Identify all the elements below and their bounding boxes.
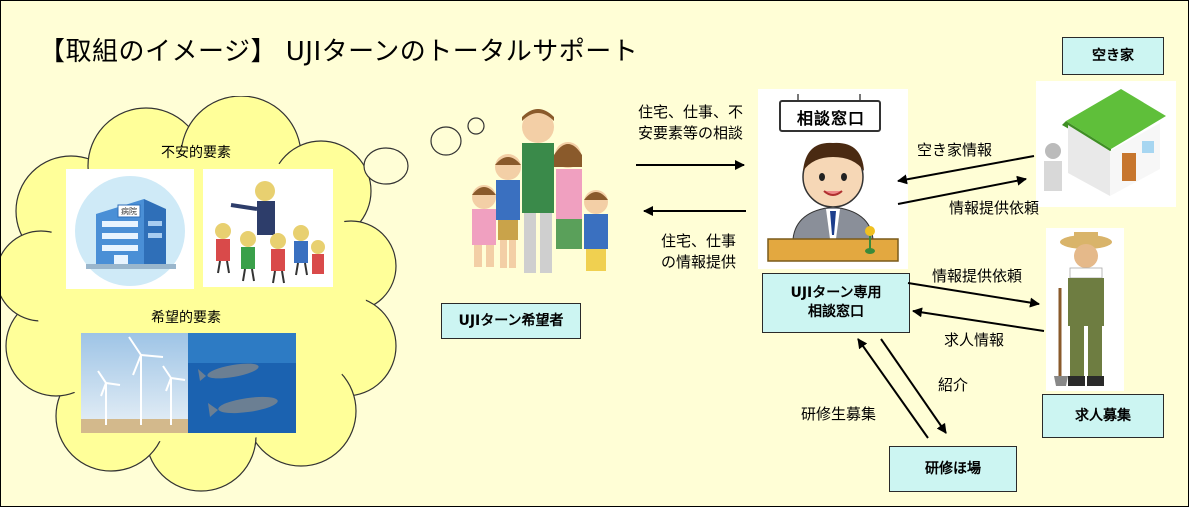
diagram-title: 【取組のイメージ】 UJIターンのトータルサポート [39, 37, 639, 67]
arrow-vacant-info [897, 155, 1035, 185]
label-vacant-info: 空き家情報 [917, 141, 993, 159]
consult-line2: 相談窓口 [808, 304, 864, 320]
label-trainee-recruit: 研修生募集 [801, 405, 877, 423]
box-training-farm: 研修ほ場 [889, 446, 1017, 492]
label-info-request-job: 情報提供依頼 [932, 267, 1023, 285]
label-job-info: 求人情報 [944, 331, 1005, 349]
box-applicant: UJIターン希望者 [441, 303, 581, 339]
arrow-info-request-job [907, 282, 1040, 308]
wind-turbines-image [81, 333, 189, 433]
anxiety-label: 不安的要素 [161, 145, 231, 161]
dolphins-image [188, 333, 296, 433]
desk-sign-text: 相談窓口 [796, 109, 865, 128]
consult-line1: UJIターン専用 [790, 285, 882, 302]
consultation-desk-image: 相談窓口 [758, 89, 908, 269]
label-to-desk-2: 安要素等の相談 [638, 124, 744, 142]
box-vacant-house: 空き家 [1062, 37, 1164, 75]
hope-label: 希望的要素 [151, 310, 221, 326]
vacant-house-image [1036, 81, 1176, 207]
hospital-image: 病院 [66, 169, 194, 289]
box-consultation-desk: UJIターン専用 相談窓口 [762, 273, 910, 333]
arrow-introduction [880, 338, 947, 434]
label-introduction: 紹介 [938, 376, 969, 394]
arrow-job-info [912, 307, 1045, 332]
label-to-applicant-1: 住宅、仕事 [661, 232, 737, 250]
children-crossing-image [203, 169, 333, 287]
arrow-info-request-house [897, 175, 1027, 205]
family-image [456, 97, 621, 282]
farmer-image [1046, 228, 1124, 391]
label-info-request-house: 情報提供依頼 [949, 199, 1040, 217]
label-to-desk-1: 住宅、仕事、不 [638, 103, 744, 121]
hospital-sign: 病院 [121, 207, 137, 216]
label-to-applicant-2: の情報提供 [661, 253, 737, 271]
box-job-offer: 求人募集 [1042, 394, 1164, 438]
arrow-trainee-recruit [857, 338, 929, 439]
